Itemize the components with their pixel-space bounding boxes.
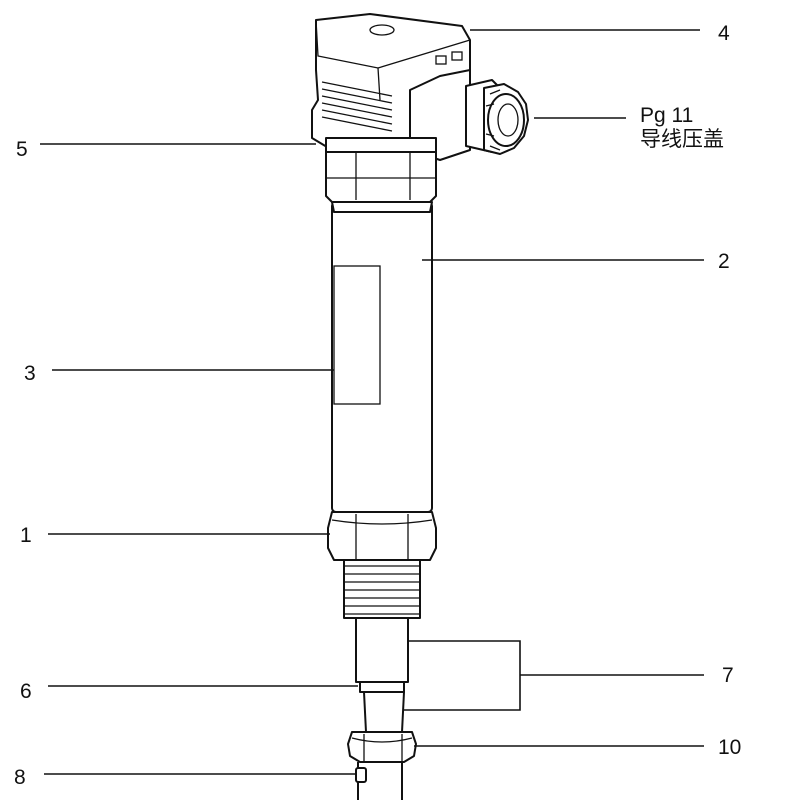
callout-2: 2 (718, 250, 730, 273)
callout-8: 8 (14, 766, 26, 789)
leader-lines (40, 29, 704, 775)
callout-1: 1 (20, 524, 32, 547)
nameplate-label (333, 265, 381, 405)
callout-4: 4 (718, 22, 730, 45)
callout-10: 10 (718, 736, 741, 759)
gland-label-code: Pg 11 (640, 104, 693, 127)
callout-6: 6 (20, 680, 32, 703)
housing-vent-slots (321, 81, 393, 132)
threaded-section (343, 559, 421, 619)
cable-gland (465, 79, 529, 155)
lower-nut (347, 731, 417, 763)
upper-adapter-nut (325, 137, 437, 203)
callout-5: 5 (16, 138, 28, 161)
main-body (331, 201, 433, 513)
callout-3: 3 (24, 362, 36, 385)
probe-bottom (355, 762, 403, 800)
hex-process-nut (327, 511, 437, 561)
gland-label-text: 导线压盖 (640, 128, 724, 151)
callout-7: 7 (722, 664, 734, 687)
extension-tube (355, 617, 409, 733)
